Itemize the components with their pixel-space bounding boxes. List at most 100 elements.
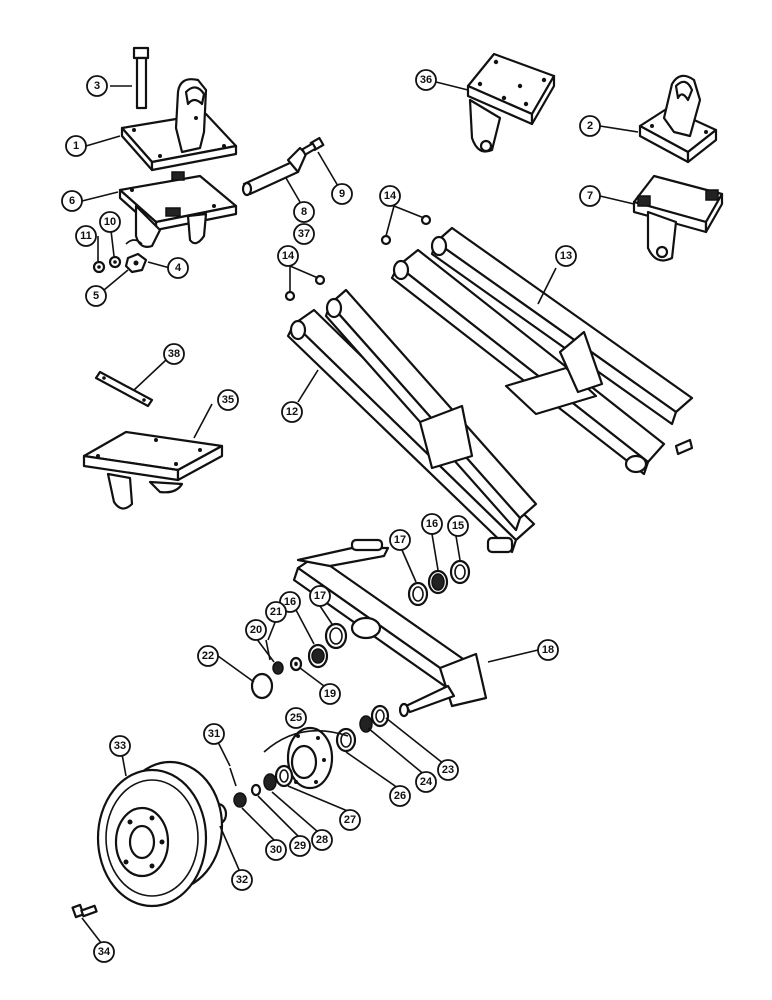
callout-9: 9 [331, 183, 353, 205]
svg-text:24: 24 [420, 776, 433, 788]
svg-text:9: 9 [339, 188, 345, 200]
svg-text:20: 20 [250, 624, 262, 636]
mounting-bracket-part-2 [638, 74, 718, 164]
svg-text:19: 19 [324, 688, 336, 700]
callout-29: 29 [289, 835, 311, 857]
svg-text:29: 29 [294, 840, 306, 852]
svg-text:14: 14 [384, 190, 397, 202]
callout-32: 32 [231, 869, 253, 891]
inner-bearing-set [335, 704, 390, 753]
callout-36: 36 [415, 69, 437, 91]
bearing-set-upper [407, 559, 471, 607]
callout-8: 8 [293, 201, 315, 223]
wheel-rim-part-33 [96, 760, 224, 908]
a-frame-arm-part-12 [286, 288, 538, 554]
callout-26: 26 [389, 785, 411, 807]
callout-17-lower: 17 [309, 585, 331, 607]
mounting-bracket-part-1 [120, 78, 238, 172]
callout-1: 1 [65, 135, 87, 157]
callout-14-left: 14 [277, 245, 299, 267]
callout-15: 15 [447, 515, 469, 537]
bolt-part-3 [132, 46, 150, 110]
callout-21: 21 [265, 601, 287, 623]
callout-17-upper: 17 [389, 529, 411, 551]
svg-text:13: 13 [560, 250, 572, 262]
callout-27: 27 [339, 809, 361, 831]
svg-text:2: 2 [587, 120, 593, 132]
svg-text:8: 8 [301, 206, 307, 218]
svg-text:15: 15 [452, 520, 464, 532]
svg-text:25: 25 [290, 712, 302, 724]
svg-text:1: 1 [73, 140, 79, 152]
callout-14-right: 14 [379, 185, 401, 207]
callout-2: 2 [579, 115, 601, 137]
callout-5: 5 [85, 285, 107, 307]
callout-38: 38 [163, 343, 185, 365]
svg-text:17: 17 [394, 534, 406, 546]
axle-beam-part-18 [292, 538, 488, 718]
hardware-nut-washer-parts [92, 239, 148, 274]
svg-text:3: 3 [94, 80, 100, 92]
callout-22: 22 [197, 645, 219, 667]
bolt-part-34 [71, 903, 98, 919]
callout-16-upper: 16 [421, 513, 443, 535]
callout-34: 34 [93, 941, 115, 963]
callout-10: 10 [99, 211, 121, 233]
callout-11: 11 [75, 225, 97, 247]
svg-text:26: 26 [394, 790, 406, 802]
callout-30: 30 [265, 839, 287, 861]
pin-part-8 [241, 146, 308, 197]
svg-text:5: 5 [93, 290, 99, 302]
svg-text:34: 34 [98, 946, 111, 958]
svg-text:12: 12 [286, 406, 298, 418]
callout-31: 31 [203, 723, 225, 745]
svg-text:16: 16 [426, 518, 438, 530]
svg-text:32: 32 [236, 874, 248, 886]
svg-text:31: 31 [208, 728, 220, 740]
plate-part-7 [632, 174, 724, 262]
svg-text:35: 35 [222, 394, 234, 406]
svg-text:4: 4 [175, 262, 182, 274]
svg-text:18: 18 [542, 644, 554, 656]
bolt-part-9 [301, 136, 325, 156]
svg-text:17: 17 [314, 590, 326, 602]
svg-text:10: 10 [104, 216, 116, 228]
callout-20: 20 [245, 619, 267, 641]
callout-19: 19 [319, 683, 341, 705]
spindle-hardware-set [250, 622, 348, 700]
mounting-bracket-part-36 [466, 52, 556, 153]
svg-text:7: 7 [587, 190, 593, 202]
svg-text:11: 11 [80, 230, 92, 242]
svg-text:38: 38 [168, 348, 180, 360]
svg-text:33: 33 [114, 740, 126, 752]
callout-28: 28 [311, 829, 333, 851]
mounting-bracket-part-35 [82, 430, 224, 510]
svg-text:22: 22 [202, 650, 214, 662]
svg-text:30: 30 [270, 844, 282, 856]
a-frame-arm-part-13 [390, 226, 694, 476]
callout-3: 3 [86, 75, 108, 97]
leader-lines [81, 81, 639, 945]
svg-text:6: 6 [69, 195, 75, 207]
svg-text:37: 37 [298, 228, 310, 240]
callout-35: 35 [217, 389, 239, 411]
strap-part-38 [94, 370, 154, 408]
svg-text:36: 36 [420, 74, 432, 86]
svg-text:27: 27 [344, 814, 356, 826]
callout-4: 4 [167, 257, 189, 279]
callout-37: 37 [293, 223, 315, 245]
callout-12: 12 [281, 401, 303, 423]
base-plate-part-6 [118, 171, 238, 248]
callout-6: 6 [61, 190, 83, 212]
outer-hub-hardware [208, 764, 294, 826]
callout-13: 13 [555, 245, 577, 267]
svg-text:28: 28 [316, 834, 328, 846]
svg-text:16: 16 [284, 596, 296, 608]
callout-18: 18 [537, 639, 559, 661]
callout-7: 7 [579, 185, 601, 207]
svg-text:14: 14 [282, 250, 295, 262]
hub-part-25 [286, 726, 334, 790]
svg-text:23: 23 [442, 764, 454, 776]
callout-33: 33 [109, 735, 131, 757]
